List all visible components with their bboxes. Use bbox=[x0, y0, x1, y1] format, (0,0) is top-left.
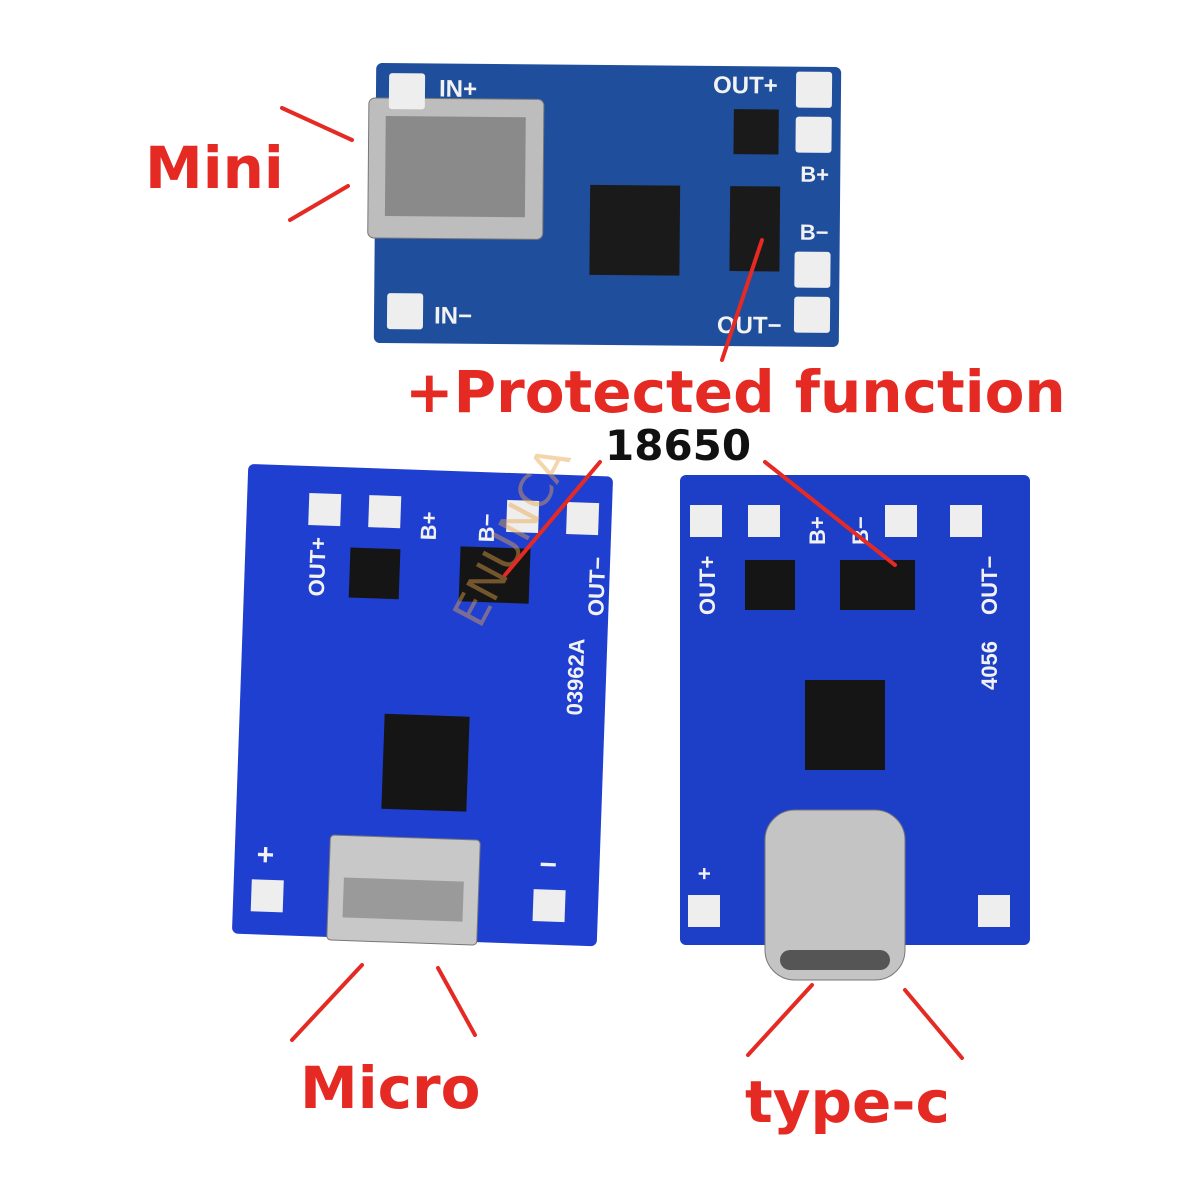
silk-code: 03962A bbox=[562, 638, 590, 716]
micro-board: OUT+ B+ B− OUT− 03962A + − bbox=[232, 464, 613, 947]
silk-b-plus: B+ bbox=[805, 516, 830, 545]
silk-code: 4056 bbox=[977, 641, 1002, 690]
silk-b-minus: B− bbox=[800, 220, 829, 245]
typec-board: OUT+ B+ B− OUT− 4056 + bbox=[680, 475, 1030, 981]
label-protected-function: +Protected function bbox=[405, 358, 1066, 426]
chip-main bbox=[805, 680, 885, 770]
silk-out-minus: OUT− bbox=[717, 312, 782, 340]
silk-out-plus: OUT+ bbox=[713, 72, 778, 100]
silk-out-minus: OUT− bbox=[583, 556, 610, 616]
chip-protection bbox=[840, 560, 915, 610]
chip-protection bbox=[458, 546, 531, 604]
silk-out-plus: OUT+ bbox=[695, 556, 720, 615]
silk-in-minus: IN− bbox=[434, 302, 472, 329]
silk-b-plus: B+ bbox=[800, 162, 829, 187]
chip-main bbox=[381, 713, 470, 812]
silk-out-plus: OUT+ bbox=[304, 537, 331, 597]
label-18650: 18650 bbox=[605, 421, 751, 470]
silk-in-plus: IN+ bbox=[439, 76, 477, 103]
silk-plus: + bbox=[256, 838, 275, 872]
label-type-c: type-c bbox=[745, 1068, 950, 1136]
mini-board: IN+ IN− OUT+ B+ B− OUT− bbox=[367, 63, 842, 347]
silk-minus: − bbox=[539, 848, 558, 882]
silk-plus: + bbox=[692, 867, 717, 880]
silk-b-plus: B+ bbox=[416, 511, 442, 541]
pointer-lines bbox=[280, 106, 964, 1060]
silk-b-minus: B− bbox=[474, 513, 500, 543]
typec-connector bbox=[764, 809, 906, 981]
label-micro: Micro bbox=[300, 1054, 480, 1122]
silk-out-minus: OUT− bbox=[977, 556, 1002, 615]
label-mini: Mini bbox=[145, 134, 284, 202]
chip-protection bbox=[729, 186, 781, 272]
chip-tc4056 bbox=[589, 184, 681, 276]
